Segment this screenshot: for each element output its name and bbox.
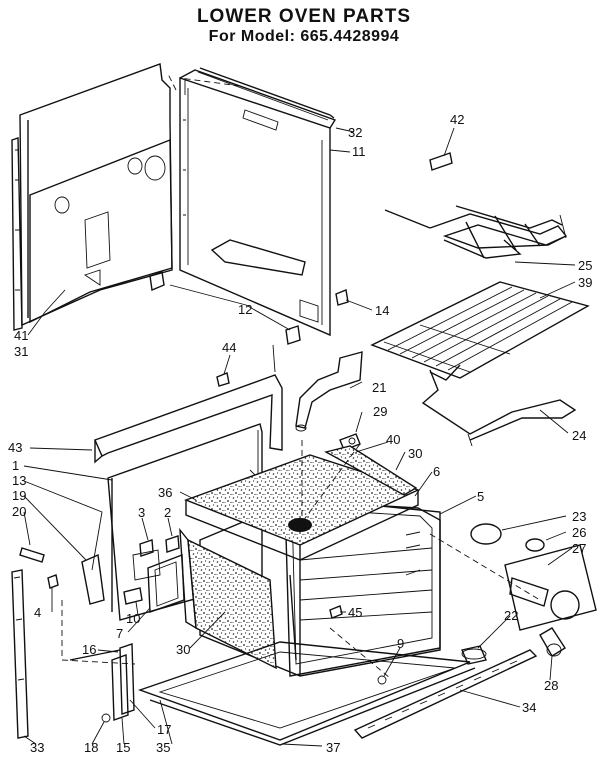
part-label-35: 35 xyxy=(156,740,170,755)
bottom-trim-37 xyxy=(149,667,476,746)
part-label-17: 17 xyxy=(157,722,171,737)
part-label-40: 40 xyxy=(386,432,400,447)
part-label-33: 33 xyxy=(30,740,44,755)
side-panel-strip-41 xyxy=(11,137,23,331)
part-label-31: 31 xyxy=(14,344,28,359)
part-label-15: 15 xyxy=(116,740,130,755)
back-panel-11 xyxy=(179,69,337,337)
trim-strip-33 xyxy=(11,569,29,739)
part-label-2: 2 xyxy=(164,505,171,520)
diagram-subtitle: For Model: 665.4428994 xyxy=(208,28,400,45)
part-label-21: 21 xyxy=(372,380,386,395)
vent-tube-21 xyxy=(295,351,363,432)
part-label-20: 20 xyxy=(12,504,26,519)
part-label-14: 14 xyxy=(375,303,389,318)
hinge-19 xyxy=(81,553,105,605)
part-label-6: 6 xyxy=(433,464,440,479)
part-label-10: 10 xyxy=(126,611,140,626)
part-label-39: 39 xyxy=(578,275,592,290)
screw-44 xyxy=(216,372,230,387)
part-label-30-side: 30 xyxy=(176,642,190,657)
part-label-1: 1 xyxy=(12,458,19,473)
broil-element-25 xyxy=(384,205,568,259)
bake-element-24 xyxy=(421,364,577,447)
part-label-28: 28 xyxy=(544,678,558,693)
gasket-26 xyxy=(525,538,545,552)
clip-14 xyxy=(335,289,349,306)
part-label-42: 42 xyxy=(450,112,464,127)
spacer-2 xyxy=(165,535,180,553)
bottom-panel-35 xyxy=(137,641,471,741)
part-label-7: 7 xyxy=(116,626,123,641)
part-label-34: 34 xyxy=(522,700,536,715)
part-label-22: 22 xyxy=(504,608,518,623)
insulation-strip-40 xyxy=(324,445,418,496)
assembly-lines xyxy=(167,73,541,679)
part-label-19: 19 xyxy=(12,488,26,503)
bulb-28 xyxy=(539,627,566,657)
part-label-9: 9 xyxy=(397,636,404,651)
strip-32 xyxy=(197,67,335,121)
lens-23 xyxy=(470,523,502,545)
bracket-10 xyxy=(123,587,143,605)
part-label-30-top: 30 xyxy=(408,446,422,461)
diagram-title: LOWER OVEN PARTS xyxy=(196,6,412,27)
hinge-bracket-16 xyxy=(61,600,136,715)
tag-45 xyxy=(329,605,343,619)
part-label-23: 23 xyxy=(572,509,586,524)
part-label-5: 5 xyxy=(477,489,484,504)
part-label-13: 13 xyxy=(12,473,26,488)
part-label-45: 45 xyxy=(348,605,362,620)
part-label-37: 37 xyxy=(326,740,340,755)
leader-lines xyxy=(23,127,576,747)
hinge-15 xyxy=(111,654,129,721)
hinge-channel-7 xyxy=(147,553,185,613)
part-label-24: 24 xyxy=(572,428,586,443)
part-label-12: 12 xyxy=(238,302,252,317)
part-label-44: 44 xyxy=(222,340,236,355)
light-socket-27 xyxy=(504,544,597,631)
screw-18 xyxy=(101,713,111,723)
part-labels: 32 11 42 25 39 12 14 41 31 44 21 29 24 4… xyxy=(8,112,592,755)
screw-9 xyxy=(377,675,387,685)
part-label-18: 18 xyxy=(84,740,98,755)
part-label-43: 43 xyxy=(8,440,22,455)
clip-12 xyxy=(149,271,301,345)
part-label-4: 4 xyxy=(34,605,41,620)
part-label-11: 11 xyxy=(352,144,366,159)
bracket-42 xyxy=(429,152,453,171)
part-label-27: 27 xyxy=(572,541,586,556)
part-label-36: 36 xyxy=(158,485,172,500)
burner-22 xyxy=(461,645,487,665)
part-label-32: 32 xyxy=(348,125,362,140)
part-label-25: 25 xyxy=(578,258,592,273)
front-frame-43 xyxy=(94,344,283,464)
oven-rack-39 xyxy=(370,281,590,379)
part-label-26: 26 xyxy=(572,525,586,540)
part-label-41: 41 xyxy=(14,328,28,343)
spacer-3 xyxy=(139,539,154,557)
part-label-16: 16 xyxy=(82,642,96,657)
side-panel-insulation-31 xyxy=(19,63,173,327)
pin-20 xyxy=(19,547,45,563)
vent-grille-34 xyxy=(353,649,538,739)
part-label-29: 29 xyxy=(373,404,387,419)
nut-4 xyxy=(47,574,59,589)
part-label-3: 3 xyxy=(138,505,145,520)
